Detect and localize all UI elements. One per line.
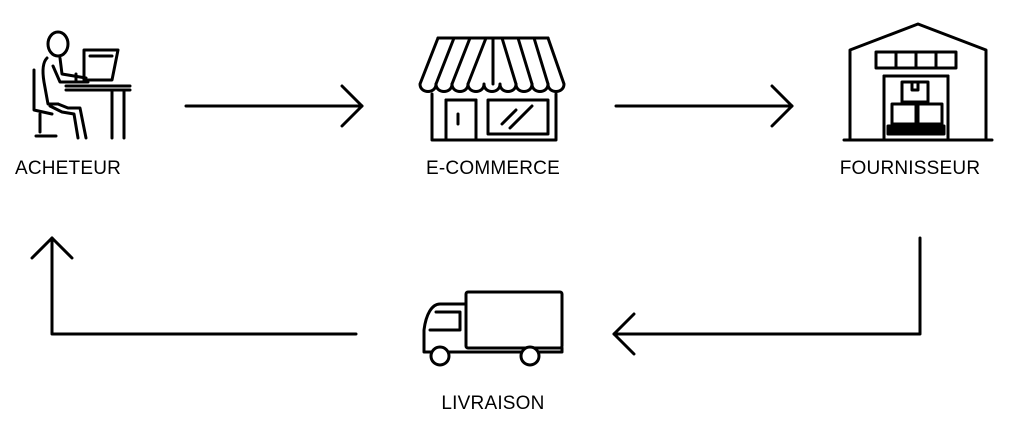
label-fournisseur: FOURNISSEUR <box>839 158 981 179</box>
warehouse-icon <box>842 22 994 142</box>
buyer-at-computer-icon <box>32 30 132 140</box>
storefront-icon <box>418 36 566 142</box>
arrow-fournisseur-to-livraison <box>612 236 922 356</box>
arrow-ecommerce-to-fournisseur <box>614 84 794 128</box>
arrow-acheteur-to-ecommerce <box>184 84 364 128</box>
arrow-livraison-to-acheteur <box>30 236 358 336</box>
label-acheteur: ACHETEUR <box>14 158 122 179</box>
label-ecommerce: E-COMMERCE <box>426 158 560 179</box>
label-livraison: LIVRAISON <box>441 393 545 414</box>
delivery-truck-icon <box>422 290 564 367</box>
